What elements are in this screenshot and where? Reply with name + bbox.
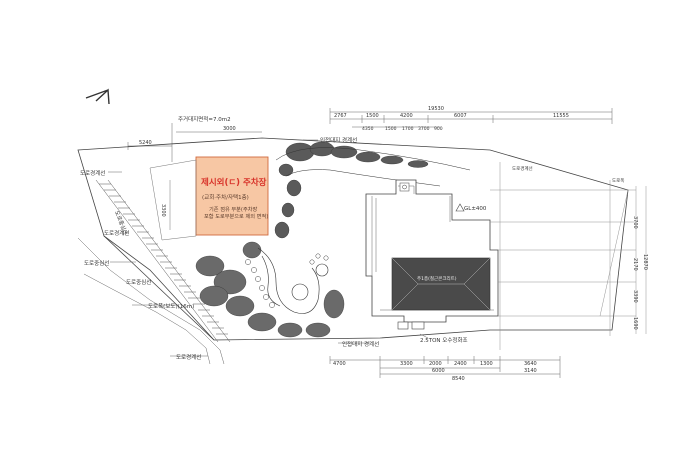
right-grid-lines	[490, 162, 647, 350]
dim-top-total: 19530	[428, 106, 444, 112]
parking-zone-title: 제시외(ㄷ) 주차장	[201, 177, 267, 188]
dim-sub-3: 1700	[402, 126, 414, 132]
stepping-stones	[245, 253, 329, 308]
dim-sub-5: 900	[434, 126, 443, 132]
dim-bottom-6: 3640	[524, 361, 537, 367]
dim-top-a: 2767	[334, 113, 347, 119]
dim-right-2: 2170	[632, 258, 638, 271]
label-neighbor-bottom: 인접대지 경계선	[342, 340, 379, 348]
label-house: 주1층(철근콘크리트)	[417, 275, 457, 282]
dim-sub-4: 3700	[418, 126, 430, 132]
chimney-block	[399, 182, 410, 192]
dim-bottom-1: 4700	[333, 361, 346, 367]
label-mid-road: 도로폭	[612, 178, 624, 184]
parking-zone-note-2: 포함 도로부분으로 제외 면적)	[204, 212, 268, 220]
chimney-circle	[402, 184, 407, 190]
dim-bottom-b: 3140	[524, 368, 537, 374]
label-road-center: 도로중심선	[84, 259, 109, 267]
label-road-boundary: 도로경계선	[80, 169, 105, 177]
label-road-width: 도로폭(보도)(16m)	[148, 303, 194, 310]
dim-bottom-a: 6000	[432, 368, 445, 374]
dim-top-e: 11555	[553, 113, 569, 119]
garden-vegetation	[195, 241, 345, 338]
septic-tank	[397, 321, 425, 330]
dim-sub-2: 1500	[385, 126, 397, 132]
label-area-top: 주거대지면적=7.0m2	[178, 115, 231, 123]
parking-zone-note-1: 기존 점유 부분(주차장	[209, 205, 258, 213]
garden-paths	[257, 247, 329, 314]
left-parking-outline	[149, 159, 197, 241]
dim-right-total: 12870	[642, 254, 648, 270]
road-lines	[77, 237, 225, 365]
dim-right-4: 1690	[632, 317, 638, 330]
dim-top-d: 6007	[454, 113, 467, 119]
gl-marker	[455, 203, 465, 212]
parking-zone-sub: (교회·주차/자택1층)	[202, 193, 249, 201]
parking-zone: 제시외(ㄷ) 주차장 (교회·주차/자택1층) 기존 점유 부분(주차장 포함 …	[195, 156, 269, 236]
site-boundary	[77, 137, 629, 341]
dim-bottom-5: 1300	[480, 361, 493, 367]
dim-top-c: 4200	[400, 113, 413, 119]
dim-left-top2: 5240	[139, 140, 152, 146]
label-tank: 2.5TON 오수정화조	[420, 337, 468, 344]
top-dimension-lines	[329, 108, 613, 128]
dim-left-side: 3300	[160, 204, 166, 217]
dim-left-top: 3000	[223, 126, 236, 132]
dim-right-3: 3390	[632, 290, 638, 303]
label-gl: GL±400	[464, 206, 487, 212]
dim-bottom-4: 2400	[454, 361, 467, 367]
label-road-boundary-2: 도로경계선	[104, 229, 129, 237]
dim-sub-1: 4350	[362, 126, 374, 132]
top-tree-canopy	[274, 141, 429, 239]
dim-bottom-2: 3300	[400, 361, 413, 367]
label-road-boundary-3: 도로경계선	[176, 353, 201, 361]
label-road-center-2: 도로중심선	[126, 278, 151, 286]
roof-hatch: 주1층(철근콘크리트)	[391, 257, 491, 311]
dim-top-b: 1500	[366, 113, 379, 119]
dim-bottom-3: 2000	[429, 361, 442, 367]
north-arrow-icon	[85, 88, 110, 105]
dim-right-1: 3700	[632, 216, 638, 229]
dim-bottom-total: 8540	[452, 376, 465, 382]
label-neighbor-top: 인접대지 경계선	[320, 136, 357, 144]
road-hatch	[95, 179, 231, 343]
leader-tank	[419, 333, 429, 339]
label-road-vertical: 도로경계선	[512, 165, 533, 172]
bottom-dimension-lines	[329, 356, 561, 378]
